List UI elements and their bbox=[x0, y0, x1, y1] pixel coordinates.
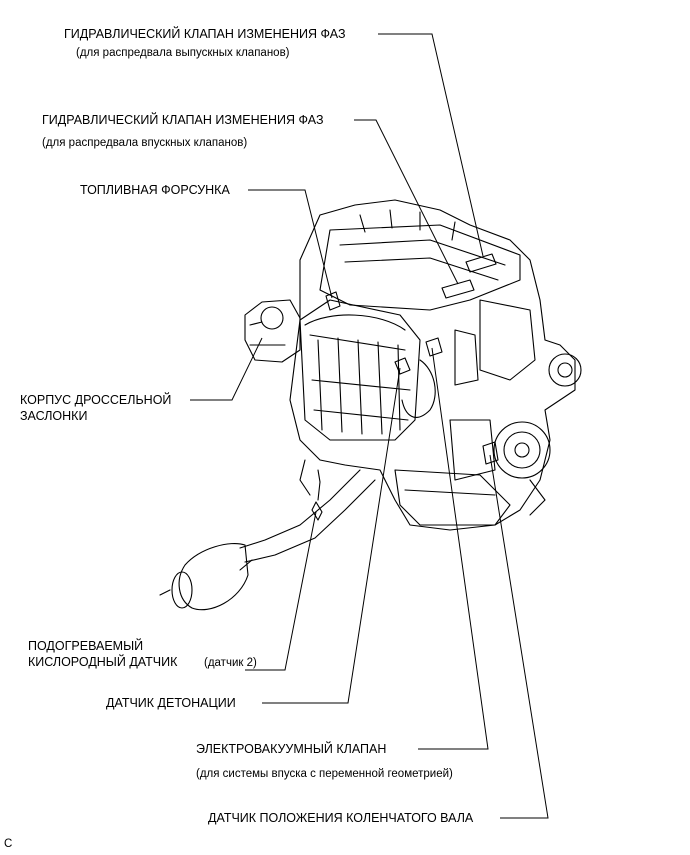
leader-intake-ocv bbox=[354, 119, 459, 285]
knock-sensor-shape bbox=[394, 357, 411, 375]
leader-vsv bbox=[418, 347, 489, 750]
knock-sensor-label: ДАТЧИК ДЕТОНАЦИИ bbox=[106, 696, 236, 710]
exhaust-ocv-note: (для распредвала выпускных клапанов) bbox=[76, 47, 290, 59]
fuel-injector-label: ТОПЛИВНАЯ ФОРСУНКА bbox=[80, 183, 230, 197]
crank-pulley bbox=[493, 421, 551, 479]
vsv-shape bbox=[425, 337, 443, 357]
catalytic-converter bbox=[178, 542, 249, 611]
oil-pan bbox=[394, 469, 511, 526]
o2-sensor-label-line2: КИСЛОРОДНЫЙ ДАТЧИК bbox=[28, 655, 178, 669]
o2-sensor-label-line1: ПОДОГРЕВАЕМЫЙ bbox=[28, 639, 144, 653]
leader-o2-sensor bbox=[245, 511, 317, 671]
intake-ocv-shape bbox=[441, 279, 475, 299]
leader-knock-sensor bbox=[262, 367, 401, 704]
vsv-label: ЭЛЕКТРОВАКУУМНЫЙ КЛАПАН bbox=[196, 742, 387, 756]
throttle-body-label-line2: ЗАСЛОНКИ bbox=[20, 409, 88, 423]
o2-sensor-shape bbox=[311, 501, 323, 521]
throttle-body-label-line1: КОРПУС ДРОССЕЛЬНОЙ bbox=[20, 393, 172, 407]
fuel-injector-shape bbox=[325, 291, 341, 311]
intake-ocv-note: (для распредвала впускных клапанов) bbox=[42, 137, 248, 149]
throttle-body-shape bbox=[244, 299, 301, 363]
o2-sensor-note: (датчик 2) bbox=[204, 657, 257, 669]
exhaust-ocv-shape bbox=[465, 253, 497, 273]
vsv-note: (для системы впуска с переменной геометр… bbox=[196, 768, 453, 780]
leader-exhaust-ocv bbox=[378, 33, 484, 257]
crank-sensor-label: ДАТЧИК ПОЛОЖЕНИЯ КОЛЕНЧАТОГО ВАЛА bbox=[208, 811, 474, 825]
corner-mark: C bbox=[4, 838, 13, 850]
intake-manifold bbox=[299, 299, 421, 441]
leader-crank-sensor bbox=[489, 454, 549, 819]
intake-ocv-title: ГИДРАВЛИЧЕСКИЙ КЛАПАН ИЗМЕНЕНИЯ ФАЗ bbox=[42, 113, 324, 127]
crank-sensor-shape bbox=[482, 441, 499, 465]
leader-throttle-body bbox=[190, 337, 263, 401]
engine-block-outline bbox=[289, 199, 576, 531]
leader-fuel-injector bbox=[248, 189, 333, 299]
exhaust-ocv-title: ГИДРАВЛИЧЕСКИЙ КЛАПАН ИЗМЕНЕНИЯ ФАЗ bbox=[64, 27, 346, 41]
exhaust-pipe bbox=[239, 469, 361, 549]
cylinder-head bbox=[319, 224, 521, 311]
